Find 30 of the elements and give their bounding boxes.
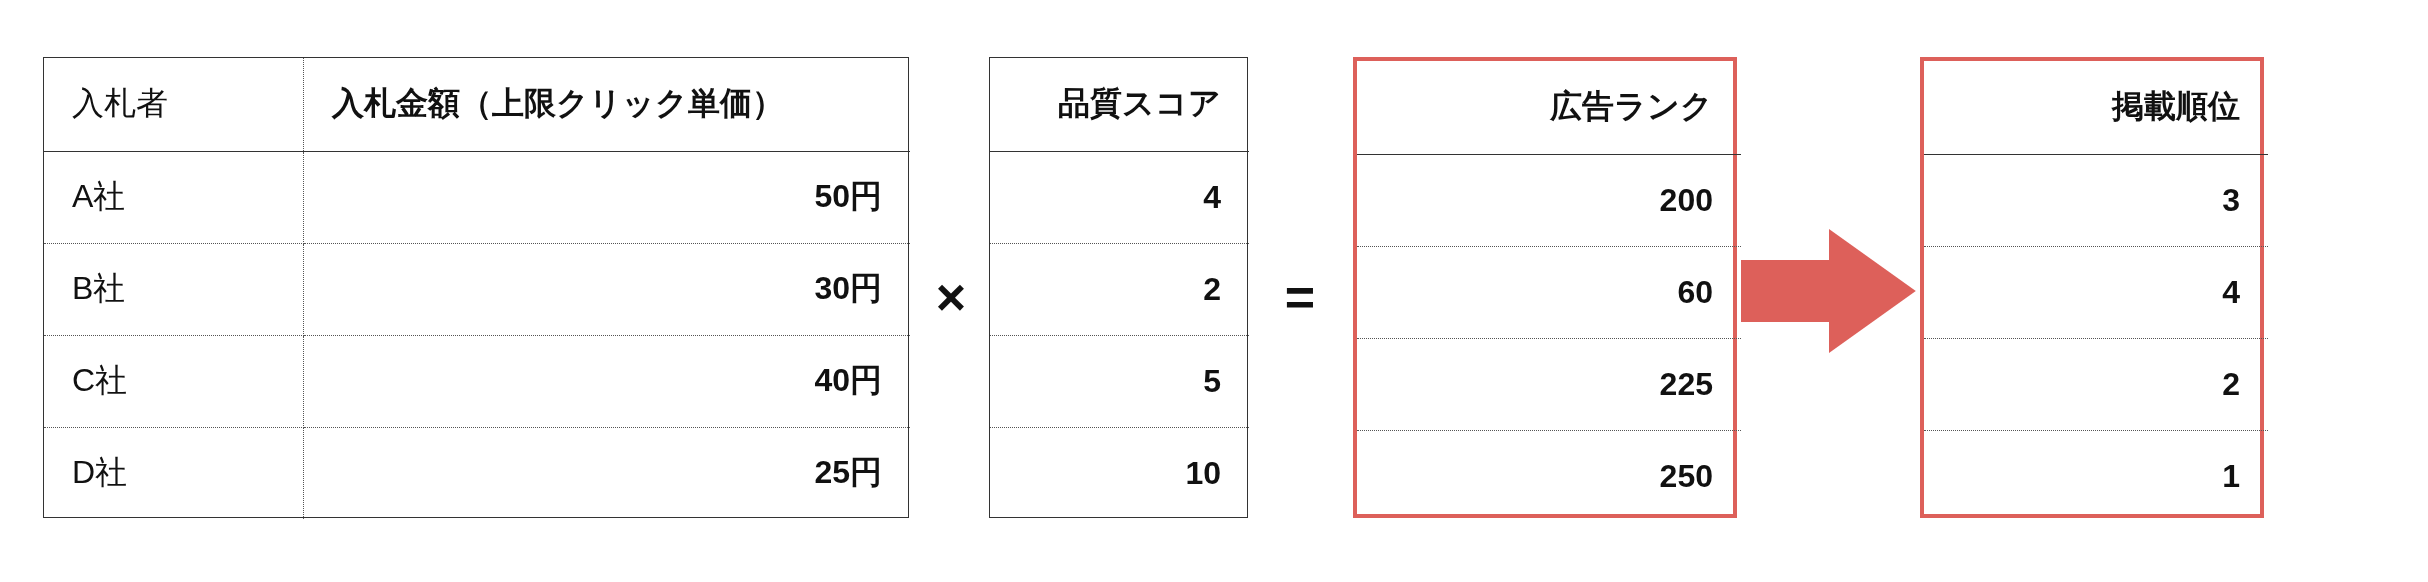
data-cell: 40円 <box>303 335 910 427</box>
operator-sign: = <box>1284 267 1316 327</box>
data-cell: 4 <box>1924 246 2268 338</box>
data-cell: 50円 <box>303 151 910 243</box>
data-cell: 30円 <box>303 243 910 335</box>
data-cell: 2 <box>1924 338 2268 430</box>
header-cell: 広告ランク <box>1357 61 1741 154</box>
data-cell: 1 <box>1924 430 2268 522</box>
header-cell: 掲載順位 <box>1924 61 2268 154</box>
data-cell: 10 <box>990 427 1249 519</box>
operator-sign: × <box>935 267 967 327</box>
data-table <box>989 57 1248 518</box>
data-cell: 3 <box>1924 154 2268 246</box>
header-cell: 入札金額（上限クリック単価） <box>303 58 910 151</box>
header-cell: 入札者 <box>44 58 303 151</box>
data-table <box>43 57 909 518</box>
data-cell: B社 <box>44 243 303 335</box>
data-cell: D社 <box>44 427 303 519</box>
data-cell: 60 <box>1357 246 1741 338</box>
data-cell: 250 <box>1357 430 1741 522</box>
data-cell: 5 <box>990 335 1249 427</box>
data-cell: 4 <box>990 151 1249 243</box>
data-cell: A社 <box>44 151 303 243</box>
data-cell: 225 <box>1357 338 1741 430</box>
data-cell: C社 <box>44 335 303 427</box>
data-cell: 200 <box>1357 154 1741 246</box>
data-cell: 2 <box>990 243 1249 335</box>
header-cell: 品質スコア <box>990 58 1249 151</box>
data-cell: 25円 <box>303 427 910 519</box>
block-arrow <box>1741 229 1916 353</box>
